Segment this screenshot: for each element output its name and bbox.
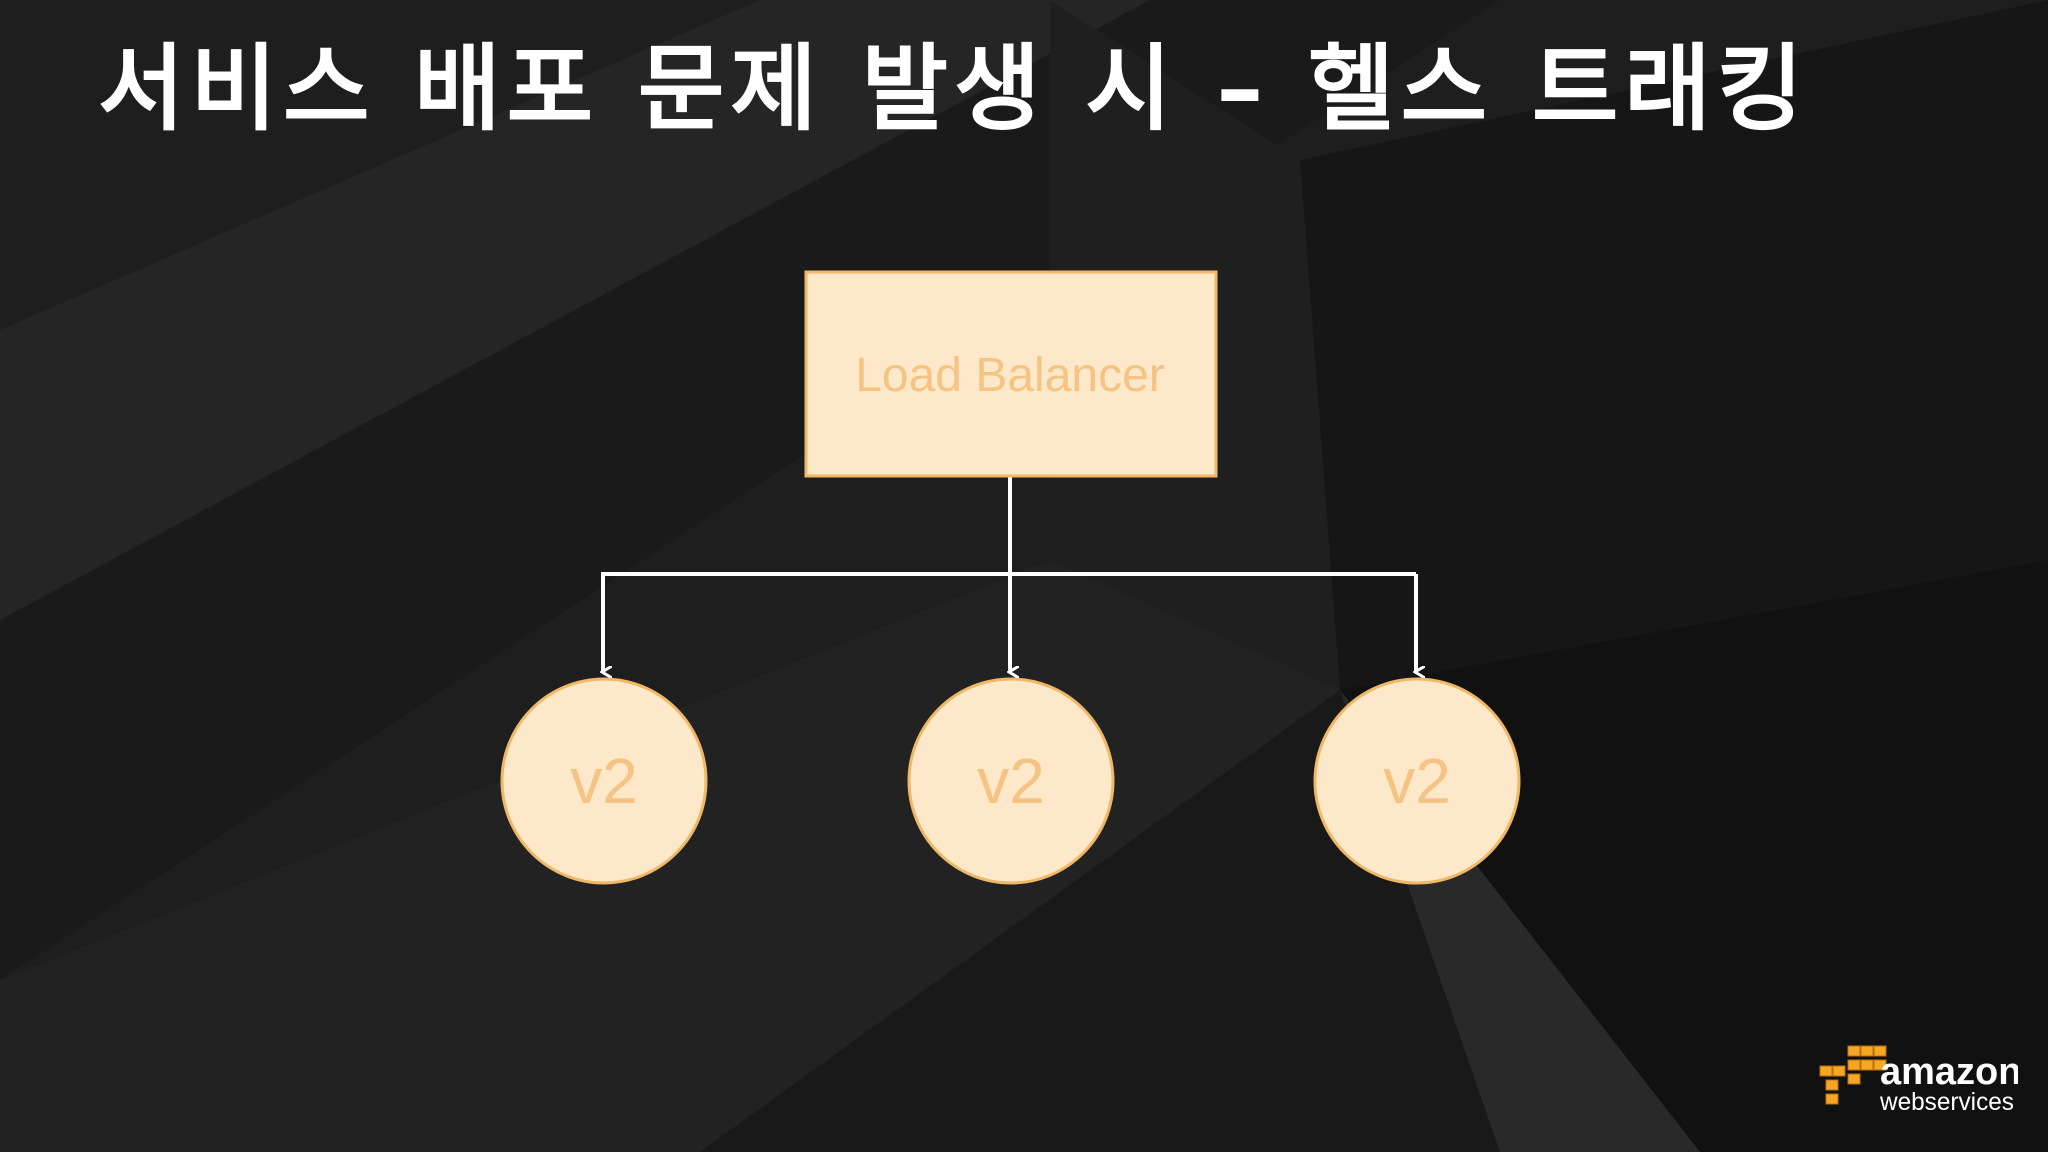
node-label: v2 <box>1383 745 1451 817</box>
aws-logo: amazon webservices <box>1819 1045 2018 1116</box>
node-3: v2 <box>1313 677 1521 885</box>
node-label: v2 <box>977 745 1045 817</box>
aws-cubes-icon <box>1819 1045 1887 1105</box>
node-1: v2 <box>500 677 708 885</box>
connectors <box>601 477 1416 672</box>
node-2: v2 <box>907 677 1115 885</box>
load-balancer-label: Load Balancer <box>855 349 1165 402</box>
logo-subtitle: webservices <box>1879 1088 2014 1116</box>
logo-wordmark: amazon <box>1880 1051 2018 1093</box>
page-title: 서비스 배포 문제 발생 시 – 헬스 트래킹 <box>98 35 1810 144</box>
node-label: v2 <box>570 745 638 817</box>
load-balancer-box: Load Balancer <box>804 270 1218 478</box>
